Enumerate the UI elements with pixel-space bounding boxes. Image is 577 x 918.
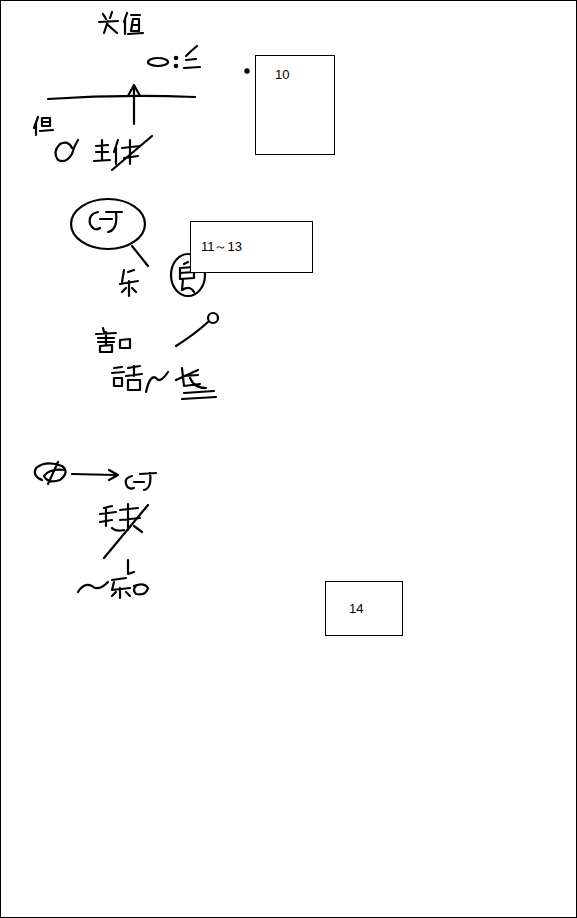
callout-box: 11～13 xyxy=(190,221,313,273)
callout-number: 14 xyxy=(349,601,363,617)
callout-box: 14 xyxy=(325,581,403,636)
callout-box: 10 xyxy=(255,55,335,155)
callout-number: 10 xyxy=(275,67,289,83)
callout-number: 11～13 xyxy=(201,239,242,255)
